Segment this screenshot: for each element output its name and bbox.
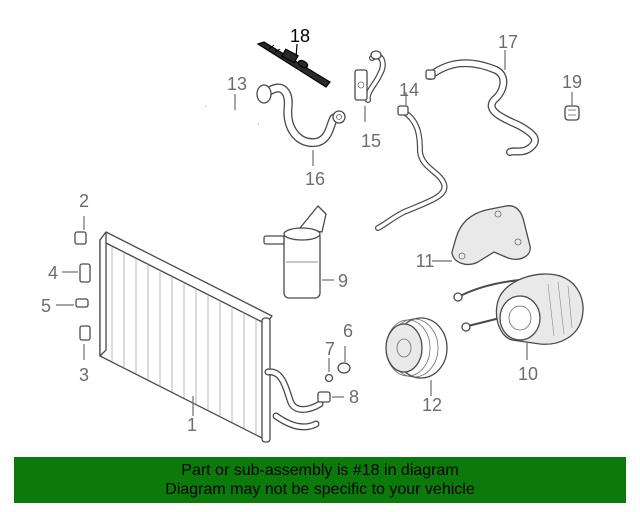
part-11-bracket[interactable]: [432, 205, 531, 266]
part-19-switch[interactable]: [564, 92, 580, 121]
part-12-clutch-pulley[interactable]: [385, 317, 448, 396]
callout-13[interactable]: 13: [227, 74, 247, 94]
banner-line-1: Part or sub-assembly is #18 in diagram: [181, 462, 459, 479]
callout-3[interactable]: 3: [79, 365, 89, 385]
callout-12[interactable]: 12: [422, 395, 442, 415]
callout-5[interactable]: 5: [41, 296, 51, 316]
part-2-bracket[interactable]: [74, 216, 87, 245]
part-1-condenser[interactable]: [99, 231, 324, 443]
part-4-bracket[interactable]: [62, 263, 91, 283]
part-5-bolt[interactable]: [56, 298, 89, 308]
part-16-hose[interactable]: [256, 83, 346, 166]
part-18-tube[interactable]: [256, 41, 331, 88]
callout-10[interactable]: 10: [518, 364, 538, 384]
part-8-fitting[interactable]: [317, 391, 344, 403]
part-7-oring[interactable]: [324, 358, 334, 383]
callout-11[interactable]: 11: [416, 251, 435, 271]
callout-6[interactable]: 6: [343, 321, 353, 341]
callout-14[interactable]: 14: [399, 80, 419, 100]
callout-9[interactable]: 9: [338, 271, 348, 291]
part-17-pipe[interactable]: [425, 50, 539, 156]
part-9-receiver-drier[interactable]: [263, 205, 334, 299]
part-15-pipe-bracket[interactable]: [354, 50, 386, 122]
part-14-pipe[interactable]: [375, 92, 448, 231]
callout-1[interactable]: 1: [187, 415, 197, 435]
info-banner: Part or sub-assembly is #18 in diagram D…: [14, 457, 626, 503]
part-10-compressor[interactable]: [453, 273, 584, 360]
callout-8[interactable]: 8: [349, 387, 359, 407]
condenser-fins: [111, 246, 257, 434]
callout-19[interactable]: 19: [562, 72, 582, 92]
part-6-fitting[interactable]: [337, 346, 351, 374]
part-3-bracket[interactable]: [79, 325, 91, 360]
callout-7[interactable]: 7: [325, 339, 335, 359]
callout-15[interactable]: 15: [361, 131, 381, 151]
callout-4[interactable]: 4: [48, 263, 58, 283]
callout-18[interactable]: 18: [290, 26, 310, 46]
part-13-pipe[interactable]: [204, 94, 259, 126]
callout-16[interactable]: 16: [305, 169, 325, 189]
ac-parts-exploded-diagram: 18 13 16 15 14 17: [41, 26, 584, 443]
callout-17[interactable]: 17: [498, 32, 518, 52]
banner-line-2: Diagram may not be specific to your vehi…: [165, 481, 475, 498]
callout-2[interactable]: 2: [79, 191, 89, 211]
